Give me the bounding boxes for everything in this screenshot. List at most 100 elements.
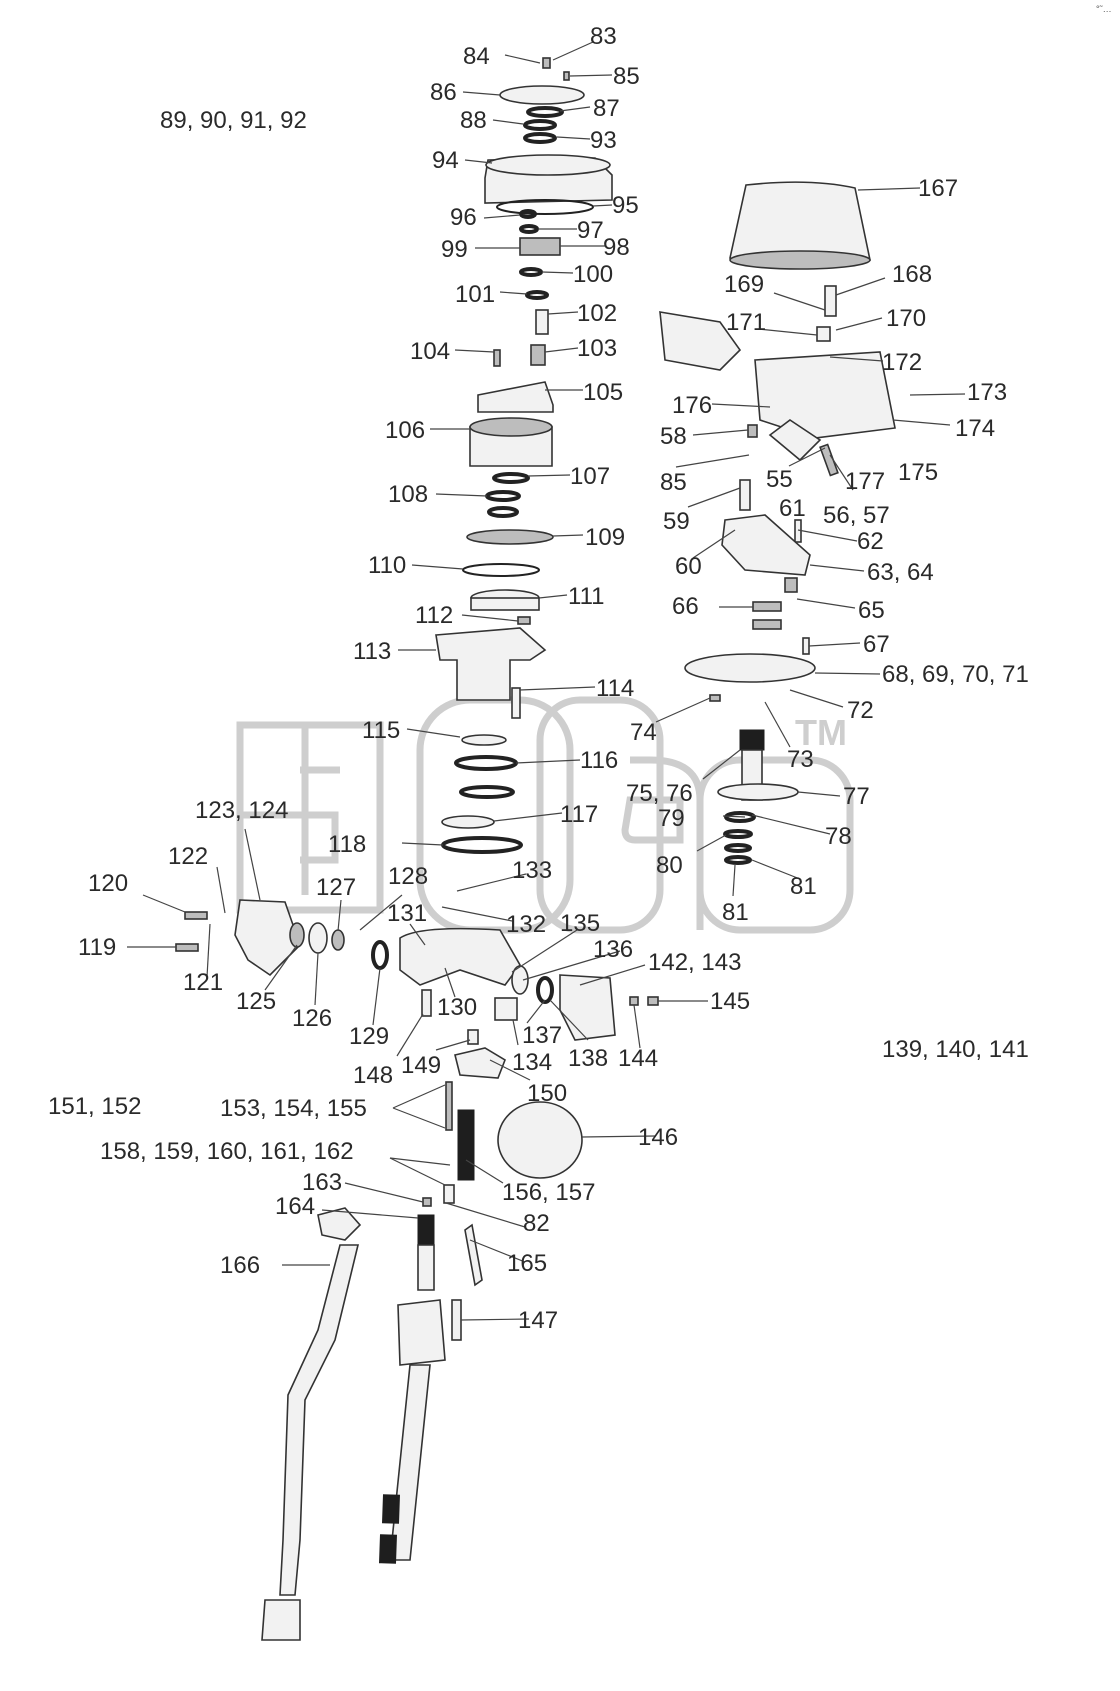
part-136-bush	[511, 965, 529, 995]
label-167: 167	[918, 175, 958, 202]
part-164-ball-joint	[317, 1207, 362, 1241]
label-103: 103	[577, 335, 617, 362]
label-58: 58	[660, 423, 687, 450]
part-67-pin	[802, 637, 810, 655]
label-175: 175	[898, 459, 938, 486]
label-177: 177	[845, 468, 885, 495]
label-65: 65	[858, 597, 885, 624]
part-168-pin	[824, 285, 837, 317]
label-86: 86	[430, 79, 457, 106]
axle-steering	[175, 899, 659, 1641]
label-82: 82	[523, 1210, 550, 1237]
label-115: 115	[362, 717, 400, 744]
part-100-washer	[519, 267, 543, 277]
part-75-flange	[717, 783, 799, 801]
part-66-spring	[752, 601, 782, 612]
label-122: 122	[168, 843, 208, 870]
part-87-ring	[526, 106, 564, 118]
part-74-screw	[709, 694, 721, 702]
label-164: 164	[275, 1193, 315, 1220]
part-68-plate	[684, 653, 816, 683]
label-123-124: 123, 124	[195, 797, 288, 824]
part-150-lever	[454, 1047, 506, 1079]
label-147: 147	[518, 1307, 558, 1334]
part-116-ring	[454, 755, 518, 771]
label-144: 144	[618, 1045, 658, 1072]
corner-mark: °˜…	[1096, 4, 1112, 14]
part-120-bolt	[184, 911, 208, 920]
label-62: 62	[857, 528, 884, 555]
part-130-tie-rod-arm	[399, 927, 521, 986]
part-126-bearing	[308, 922, 328, 954]
label-116: 116	[580, 747, 618, 774]
part-148-pin	[421, 989, 432, 1017]
part-116b-ring	[459, 785, 515, 799]
part-98-gear	[519, 237, 561, 256]
label-81: 81	[790, 873, 817, 900]
label-125: 125	[236, 988, 276, 1015]
part-166-tie-rod	[279, 1244, 360, 1596]
part-137-ring	[536, 976, 554, 1004]
label-174: 174	[955, 415, 995, 442]
part-110-seal	[462, 563, 540, 577]
label-87: 87	[593, 95, 620, 122]
part-114-stud	[511, 687, 521, 719]
label-153-155: 153, 154, 155	[220, 1095, 367, 1122]
part-115-ring	[461, 734, 507, 746]
label-59: 59	[663, 508, 690, 535]
part-134-block	[494, 997, 518, 1021]
label-66: 66	[672, 593, 699, 620]
label-170: 170	[886, 305, 926, 332]
central-hub-stack	[435, 57, 613, 854]
label-137: 137	[522, 1022, 562, 1049]
part-65-bush	[784, 577, 798, 593]
label-110: 110	[368, 552, 406, 579]
label-75-76: 75, 76	[626, 780, 693, 807]
part-79-ring	[724, 811, 756, 823]
part-149-bush	[467, 1029, 479, 1045]
label-96: 96	[450, 204, 477, 231]
label-108: 108	[388, 481, 428, 508]
part-165-lever	[464, 1223, 483, 1287]
part-112-bolt	[517, 616, 531, 625]
label-121: 121	[183, 969, 223, 996]
label-100: 100	[573, 261, 613, 288]
part-73-piston	[739, 729, 765, 751]
part-103-spring	[530, 344, 546, 366]
label-151-152: 151, 152	[48, 1093, 141, 1120]
label-111: 111	[568, 583, 604, 610]
part-109-bearing	[466, 529, 554, 545]
label-104: 104	[410, 338, 450, 365]
part-123-knuckle	[234, 899, 301, 977]
part-86-cover	[499, 85, 585, 105]
label-99: 99	[441, 236, 468, 263]
label-93: 93	[590, 127, 617, 154]
label-55: 55	[766, 466, 793, 493]
label-166: 166	[220, 1252, 260, 1279]
label-88: 88	[460, 107, 487, 134]
part-146-chamber	[497, 1101, 583, 1179]
part-119-bolt	[175, 943, 199, 952]
part-108-ring	[485, 490, 521, 502]
label-169: 169	[724, 271, 764, 298]
part-118-seal	[441, 836, 523, 854]
label-85: 85	[613, 63, 640, 90]
part-147-pin	[451, 1299, 462, 1341]
label-168: 168	[892, 261, 932, 288]
label-60: 60	[675, 553, 702, 580]
label-114: 114	[596, 675, 634, 702]
label-148: 148	[353, 1062, 393, 1089]
watermark-tm: TM	[795, 712, 847, 753]
part-95-gasket	[496, 199, 594, 215]
part-82-pin	[443, 1184, 455, 1204]
label-117: 117	[560, 801, 598, 828]
label-172: 172	[882, 349, 922, 376]
part-83-bolt	[542, 57, 551, 69]
label-107: 107	[570, 463, 610, 490]
label-135: 135	[560, 910, 600, 937]
label-126: 126	[292, 1005, 332, 1032]
label-61: 61	[779, 495, 806, 522]
label-176: 176	[672, 392, 712, 419]
part-174-bracket	[754, 351, 896, 439]
